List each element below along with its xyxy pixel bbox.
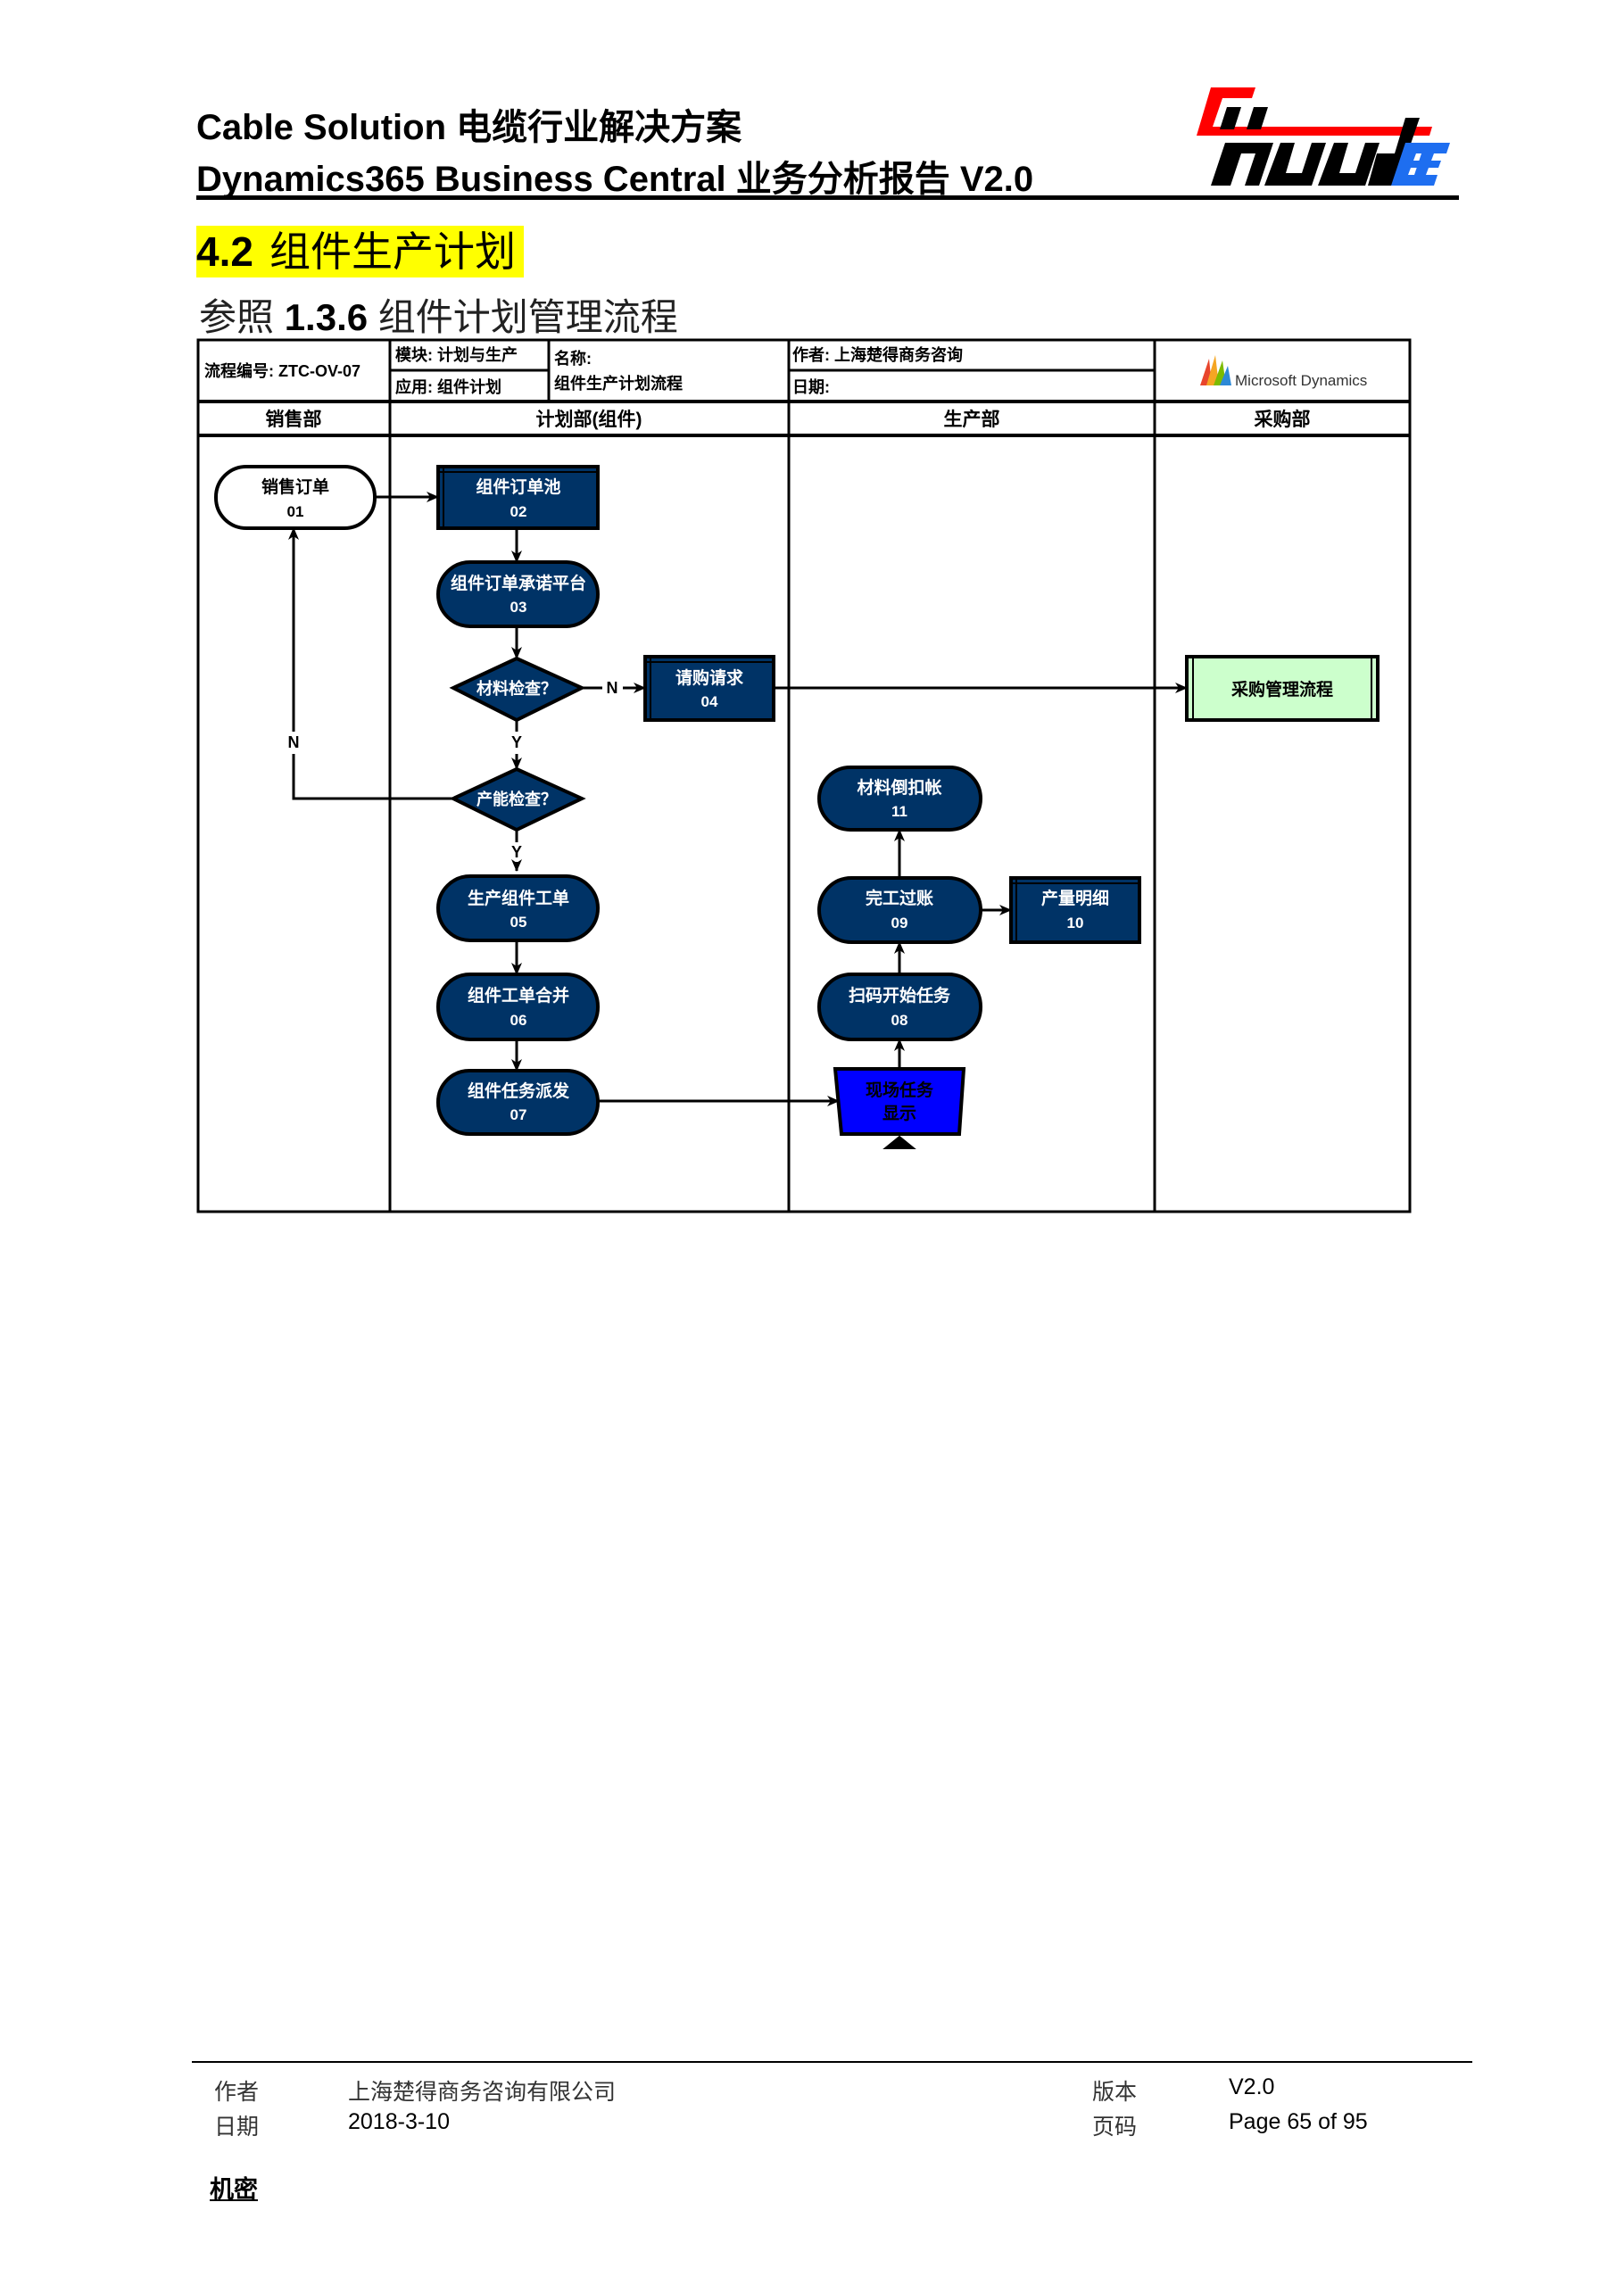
svg-text:05: 05 bbox=[510, 914, 527, 931]
svg-text:组件工单合并: 组件工单合并 bbox=[468, 985, 569, 1006]
sub-heading-ref: 1.3.6 bbox=[284, 296, 369, 338]
svg-text:08: 08 bbox=[891, 1012, 908, 1029]
date-field: 日期: bbox=[792, 378, 830, 396]
svg-text:请购请求: 请购请求 bbox=[675, 667, 744, 688]
name-label: 名称: bbox=[554, 349, 592, 368]
header-rule bbox=[196, 195, 1459, 200]
svg-text:采购管理流程: 采购管理流程 bbox=[1231, 679, 1333, 700]
node-02-order-pool[interactable]: 组件订单池 02 bbox=[436, 465, 600, 530]
node-04-purchase-request[interactable]: 请购请求 04 bbox=[643, 655, 775, 722]
edge-label-yes: Y bbox=[511, 733, 522, 751]
node-07-dispatch[interactable]: 组件任务派发 07 bbox=[436, 1069, 600, 1136]
svg-text:完工过账: 完工过账 bbox=[866, 888, 933, 908]
node-purchase-process[interactable]: 采购管理流程 bbox=[1185, 655, 1380, 722]
svg-text:现场任务: 现场任务 bbox=[866, 1080, 934, 1100]
svg-text:生产组件工单: 生产组件工单 bbox=[468, 888, 569, 908]
sub-heading: 参照 1.3.6 组件计划管理流程 bbox=[199, 287, 678, 342]
edge-label-yes: Y bbox=[511, 843, 522, 861]
edge-d2-01a bbox=[292, 754, 453, 800]
display-stand-icon bbox=[882, 1135, 916, 1149]
svg-text:材料倒扣帐: 材料倒扣帐 bbox=[857, 777, 941, 798]
svg-text:显示: 显示 bbox=[882, 1104, 916, 1123]
svg-text:02: 02 bbox=[510, 503, 527, 520]
author-field: 作者: 上海楚得商务咨询 bbox=[792, 345, 963, 364]
node-06-merge-orders[interactable]: 组件工单合并 06 bbox=[436, 973, 600, 1041]
lane-planning: 计划部(组件) bbox=[536, 409, 642, 430]
footer-page-label: 页码 bbox=[1092, 2115, 1138, 2140]
svg-text:09: 09 bbox=[891, 915, 908, 931]
footer-author-value: 上海楚得商务咨询有限公司 bbox=[348, 2080, 617, 2105]
lane-sales: 销售部 bbox=[266, 409, 322, 430]
node-09-completion-posting[interactable]: 完工过账 09 bbox=[817, 876, 982, 944]
svg-text:组件订单池: 组件订单池 bbox=[476, 476, 560, 497]
node-05-work-order[interactable]: 生产组件工单 05 bbox=[436, 874, 600, 942]
svg-text:10: 10 bbox=[1067, 915, 1084, 931]
svg-text:组件任务派发: 组件任务派发 bbox=[468, 1080, 570, 1101]
module-field: 模块: 计划与生产 bbox=[395, 345, 518, 364]
svg-text:01: 01 bbox=[287, 503, 304, 520]
edge-label-no: N bbox=[288, 733, 300, 751]
footer-date-label: 日期 bbox=[214, 2115, 260, 2140]
flow-table-grid bbox=[196, 338, 1412, 1213]
section-heading: 4.2 组件生产计划 bbox=[196, 226, 524, 277]
application-field: 应用: 组件计划 bbox=[395, 377, 501, 396]
node-task-display[interactable]: 现场任务 显示 bbox=[833, 1067, 966, 1149]
flow-edges bbox=[288, 492, 1188, 1106]
logo-blue-letters bbox=[1391, 143, 1450, 186]
header-line-2: Dynamics365 Business Central 业务分析报告 V2.0 bbox=[196, 160, 1034, 199]
svg-text:03: 03 bbox=[510, 599, 527, 616]
footer-version-label: 版本 bbox=[1092, 2080, 1138, 2105]
logo-black-letters bbox=[1211, 118, 1420, 186]
node-03-commit-platform[interactable]: 组件订单承诺平台 03 bbox=[436, 560, 600, 628]
node-01-sales-order[interactable]: 销售订单 01 bbox=[214, 465, 377, 530]
svg-text:扫码开始任务: 扫码开始任务 bbox=[849, 985, 951, 1006]
process-number: 流程编号: ZTC-OV-07 bbox=[204, 361, 360, 380]
svg-text:11: 11 bbox=[891, 803, 907, 820]
company-logo bbox=[1197, 87, 1450, 186]
section-number: 4.2 bbox=[196, 228, 253, 275]
section-title: 组件生产计划 bbox=[269, 228, 516, 275]
logo-black-top bbox=[1220, 107, 1268, 129]
svg-text:材料检查？: 材料检查？ bbox=[476, 679, 557, 698]
sub-heading-prefix: 参照 bbox=[199, 296, 275, 338]
lane-production: 生产部 bbox=[944, 409, 1000, 430]
svg-text:组件订单承诺平台: 组件订单承诺平台 bbox=[451, 573, 586, 593]
flowchart: 流程编号: ZTC-OV-07 模块: 计划与生产 应用: 组件计划 名称: 组… bbox=[196, 338, 1412, 1213]
decision-material-check[interactable]: 材料检查？ bbox=[449, 656, 586, 723]
footer-date-value: 2018-3-10 bbox=[348, 2109, 450, 2134]
ms-dynamics-text: Microsoft Dynamics bbox=[1235, 372, 1367, 389]
footer-author-label: 作者 bbox=[214, 2080, 260, 2105]
edge-label-no: N bbox=[607, 679, 618, 697]
header-line-1: Cable Solution 电缆行业解决方案 bbox=[196, 108, 742, 147]
svg-text:销售订单: 销售订单 bbox=[261, 476, 329, 497]
sub-heading-title: 组件计划管理流程 bbox=[377, 296, 678, 338]
name-value: 组件生产计划流程 bbox=[554, 374, 683, 393]
node-10-output-detail[interactable]: 产量明细 10 bbox=[1009, 876, 1141, 944]
footer-version-value: V2.0 bbox=[1229, 2074, 1275, 2099]
svg-text:产量明细: 产量明细 bbox=[1041, 888, 1109, 908]
node-08-scan-start[interactable]: 扫码开始任务 08 bbox=[817, 973, 982, 1041]
svg-text:06: 06 bbox=[510, 1012, 527, 1029]
svg-text:07: 07 bbox=[510, 1106, 527, 1123]
decision-capacity-check[interactable]: 产能检查？ bbox=[449, 766, 586, 832]
svg-text:产能检查？: 产能检查？ bbox=[476, 790, 557, 808]
footer-rule bbox=[192, 2061, 1472, 2063]
svg-text:04: 04 bbox=[701, 693, 718, 710]
microsoft-dynamics-logo: Microsoft Dynamics bbox=[1200, 355, 1367, 389]
footer-page-value: Page 65 of 95 bbox=[1229, 2109, 1368, 2134]
confidential-label: 机密 bbox=[210, 2176, 258, 2203]
lane-purchasing: 采购部 bbox=[1255, 409, 1311, 430]
node-11-backflush[interactable]: 材料倒扣帐 11 bbox=[817, 766, 982, 832]
